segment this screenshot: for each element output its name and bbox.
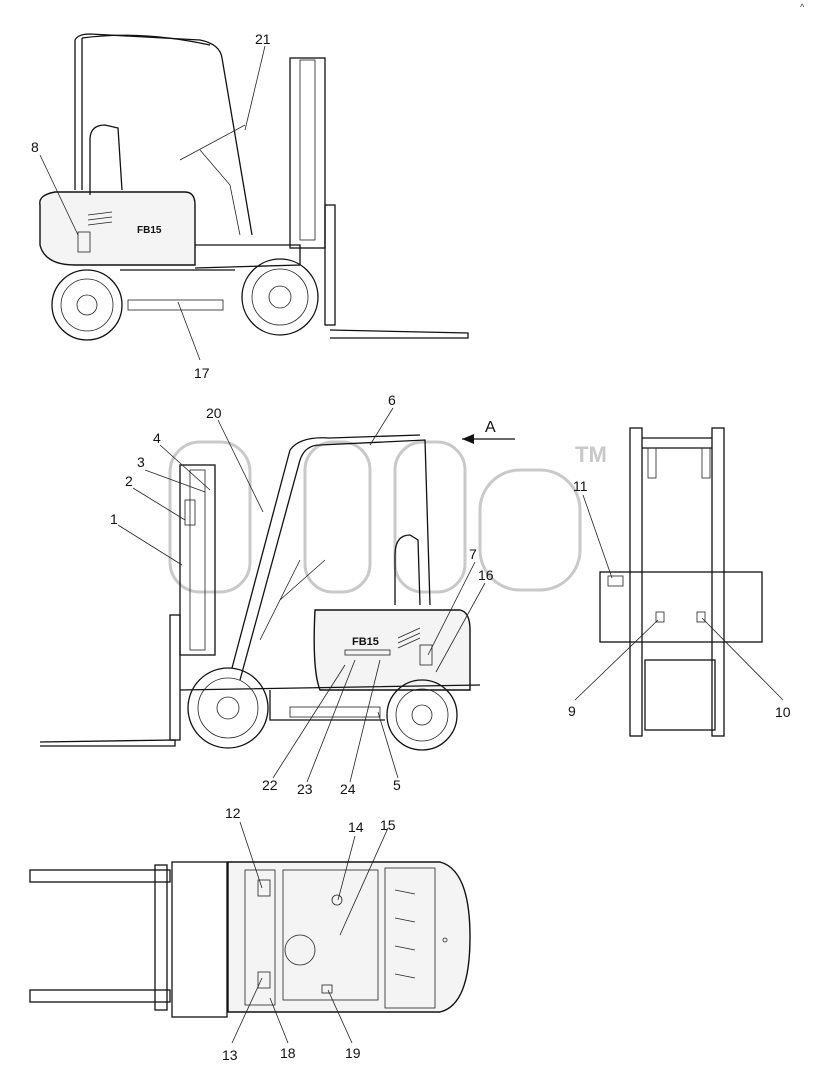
callout-15: 15 xyxy=(380,817,396,833)
callout-labels: 21 8 17 6 20 4 3 2 1 11 7 16 9 10 22 23 … xyxy=(31,31,791,1063)
model-badge-top: FB15 xyxy=(137,225,162,236)
callout-16: 16 xyxy=(478,567,494,583)
callout-8: 8 xyxy=(31,139,39,155)
callout-2: 2 xyxy=(125,473,133,489)
model-badge-middle: FB15 xyxy=(352,636,379,648)
callout-17: 17 xyxy=(194,365,210,381)
watermark-tm: TM xyxy=(575,442,607,467)
callout-18: 18 xyxy=(280,1045,296,1061)
rear-view xyxy=(599,427,763,737)
plan-view xyxy=(29,861,471,1018)
callout-22: 22 xyxy=(262,777,278,793)
watermark: TM xyxy=(168,440,607,594)
view-arrow-label: A xyxy=(485,419,496,436)
callout-9: 9 xyxy=(568,703,576,719)
callout-21: 21 xyxy=(255,31,271,47)
callout-20: 20 xyxy=(206,405,222,421)
side-view-left: FB15 xyxy=(39,33,469,341)
callout-1: 1 xyxy=(110,511,118,527)
callout-7: 7 xyxy=(469,546,477,562)
callout-11: 11 xyxy=(573,478,588,494)
callout-6: 6 xyxy=(388,392,396,408)
callout-4: 4 xyxy=(153,430,161,446)
leader-lines xyxy=(39,45,784,1044)
corner-mark: ^ xyxy=(800,2,805,12)
callout-14: 14 xyxy=(348,819,364,835)
callout-12: 12 xyxy=(225,805,241,821)
callout-19: 19 xyxy=(345,1045,361,1061)
callout-23: 23 xyxy=(297,781,313,797)
callout-10: 10 xyxy=(775,704,791,720)
side-view-right: FB15 xyxy=(39,434,481,751)
callout-13: 13 xyxy=(222,1047,238,1063)
callout-5: 5 xyxy=(393,777,401,793)
callout-3: 3 xyxy=(137,454,145,470)
view-arrow-a: A xyxy=(462,419,515,444)
callout-24: 24 xyxy=(340,781,356,797)
